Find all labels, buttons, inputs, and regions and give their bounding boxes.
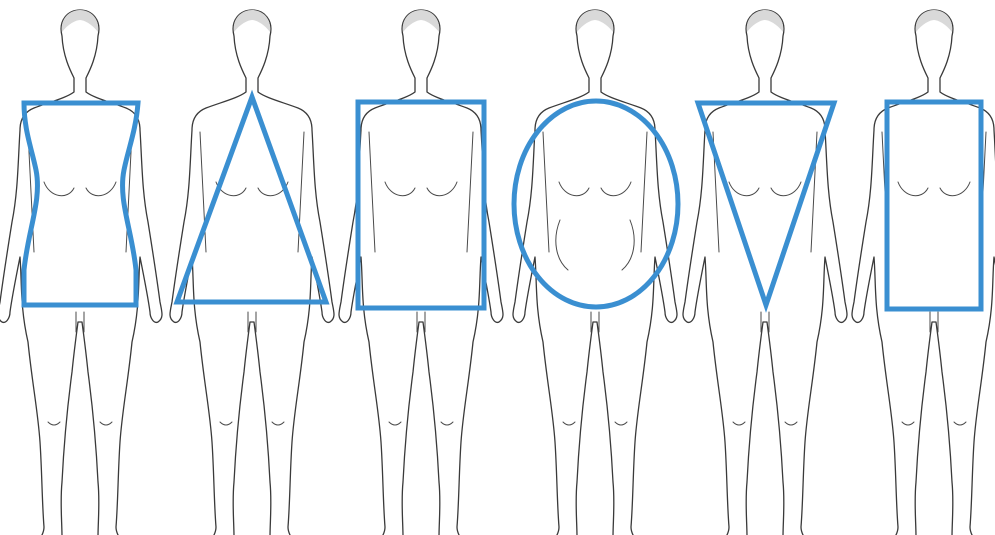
- figure-triangle: [170, 10, 334, 535]
- female-body-silhouette-6: [852, 10, 995, 535]
- female-body-silhouette-3: [339, 10, 503, 535]
- figure-inverted-triangle: [683, 10, 847, 535]
- figure-hourglass: [0, 10, 162, 535]
- figure-rectangle-1: [339, 10, 503, 535]
- female-body-silhouette-2: [170, 10, 334, 535]
- female-body-silhouette-5: [683, 10, 847, 535]
- figure-oval: [513, 10, 678, 535]
- figure-rectangle-2: [852, 10, 995, 535]
